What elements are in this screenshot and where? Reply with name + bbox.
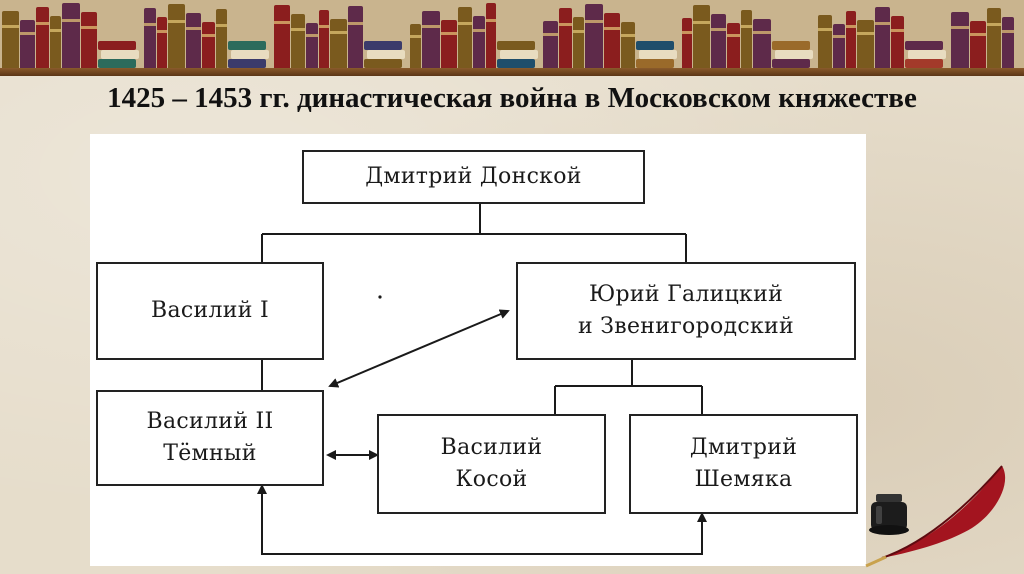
node-vasily-kosoy: Василий Косой bbox=[377, 414, 606, 514]
page-title: 1425 – 1453 гг. династическая война в Мо… bbox=[107, 82, 917, 114]
book-stack bbox=[772, 59, 810, 68]
book-stack bbox=[228, 59, 266, 68]
book-spine bbox=[473, 16, 485, 68]
book-stack bbox=[98, 59, 136, 68]
node-label: Дмитрий Шемяка bbox=[689, 435, 798, 492]
book-stack bbox=[905, 41, 943, 50]
book-spine bbox=[186, 13, 201, 68]
book-spine bbox=[2, 11, 19, 68]
book-spine bbox=[727, 23, 740, 68]
node-yuri-galitsky: Юрий Галицкий и Звенигородский bbox=[516, 262, 856, 360]
book-stack bbox=[636, 59, 674, 68]
book-spine bbox=[306, 23, 318, 68]
book-stack bbox=[905, 59, 943, 68]
book-spine bbox=[274, 5, 290, 68]
book-stack bbox=[497, 59, 535, 68]
book-spine bbox=[144, 8, 156, 68]
book-spine bbox=[36, 7, 49, 68]
book-stack bbox=[639, 50, 677, 59]
book-stack bbox=[367, 50, 405, 59]
book-spine bbox=[157, 17, 167, 68]
book-stack bbox=[364, 41, 402, 50]
book-spine bbox=[458, 7, 472, 68]
book-spine bbox=[543, 21, 558, 68]
book-spine bbox=[621, 22, 635, 68]
book-spine bbox=[410, 24, 421, 68]
node-label: Дмитрий Донской bbox=[365, 164, 582, 190]
book-spine bbox=[319, 10, 329, 68]
node-dmitry-donskoy: Дмитрий Донской bbox=[302, 150, 645, 204]
book-stack bbox=[772, 41, 810, 50]
family-tree-diagram: Дмитрий Донской Василий I Юрий Галицкий … bbox=[90, 134, 866, 566]
node-label: Василий I bbox=[151, 298, 269, 324]
book-spine bbox=[1002, 17, 1014, 68]
book-spine bbox=[291, 14, 305, 68]
book-spine bbox=[441, 20, 457, 68]
book-spine bbox=[818, 15, 832, 68]
inkwell-icon bbox=[869, 494, 909, 535]
book-stack bbox=[231, 50, 269, 59]
book-stack bbox=[101, 50, 139, 59]
node-vasily-2: Василий II Тёмный bbox=[96, 390, 324, 486]
book-spine bbox=[970, 21, 986, 68]
book-stack bbox=[98, 41, 136, 50]
book-spine bbox=[330, 19, 347, 68]
book-spine bbox=[202, 22, 215, 68]
node-dmitry-shemyaka: Дмитрий Шемяка bbox=[629, 414, 858, 514]
inkwell-quill-decoration bbox=[865, 465, 1006, 568]
book-spine bbox=[604, 13, 620, 68]
book-spine bbox=[987, 8, 1001, 68]
node-label: Василий II Тёмный bbox=[146, 409, 274, 466]
book-spine bbox=[216, 9, 227, 68]
book-stack bbox=[497, 41, 535, 50]
book-spine bbox=[891, 16, 904, 68]
book-spine bbox=[682, 18, 692, 68]
book-spine bbox=[741, 10, 752, 68]
book-spine bbox=[711, 14, 726, 68]
book-spine bbox=[50, 16, 61, 68]
book-spine bbox=[846, 11, 856, 68]
node-vasily-1: Василий I bbox=[96, 262, 324, 360]
book-spine bbox=[348, 6, 363, 68]
book-spine bbox=[559, 8, 572, 68]
book-stack bbox=[908, 50, 946, 59]
book-stack bbox=[775, 50, 813, 59]
book-stack bbox=[636, 41, 674, 50]
book-spine bbox=[693, 5, 710, 68]
book-spine bbox=[585, 4, 603, 68]
stray-dot bbox=[378, 295, 382, 299]
book-spine bbox=[951, 12, 969, 68]
book-spine bbox=[62, 3, 80, 68]
conflict-arrow-vasily2-yuri bbox=[328, 309, 510, 388]
conflict-arrow-vasily2-shemyaka bbox=[257, 484, 707, 555]
book-spine bbox=[833, 24, 845, 68]
book-spine bbox=[422, 11, 440, 68]
book-stack bbox=[364, 59, 402, 68]
connector-lines bbox=[257, 204, 707, 555]
book-spine bbox=[486, 3, 496, 68]
book-spine bbox=[81, 12, 97, 68]
book-stack bbox=[500, 50, 538, 59]
book-spine bbox=[753, 19, 771, 68]
node-label: Юрий Галицкий и Звенигородский bbox=[578, 282, 794, 339]
bookshelf-banner bbox=[0, 0, 1024, 76]
book-spine bbox=[573, 17, 584, 68]
book-spine bbox=[857, 20, 874, 68]
quill-pen-icon bbox=[865, 465, 1006, 568]
book-spine bbox=[20, 20, 35, 68]
book-spine bbox=[875, 7, 890, 68]
node-label: Василий Косой bbox=[440, 435, 543, 492]
shelf-board bbox=[0, 68, 1024, 76]
book-spine bbox=[168, 4, 185, 68]
book-stack bbox=[228, 41, 266, 50]
